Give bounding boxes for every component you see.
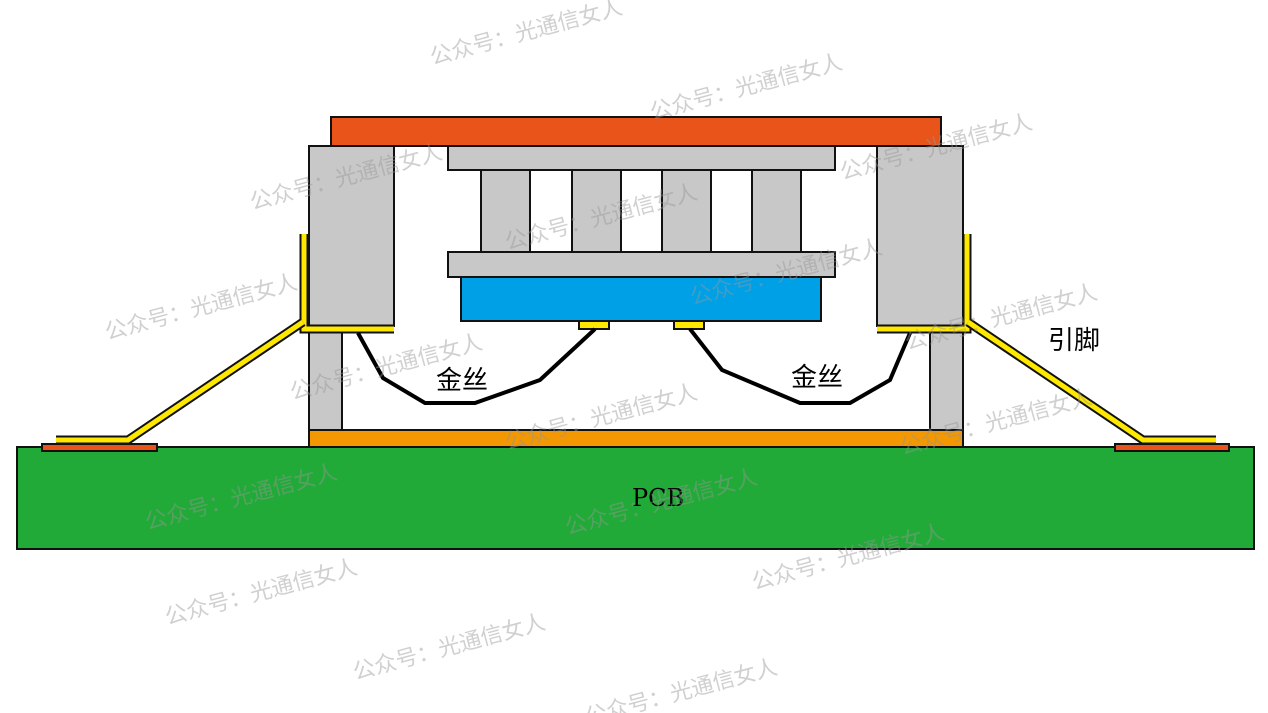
lead-left bbox=[56, 234, 394, 445]
pillar bbox=[480, 169, 531, 253]
pcb-pad-right bbox=[1114, 443, 1230, 452]
pcb-label: PCB bbox=[632, 484, 685, 512]
bond-pad-right bbox=[673, 320, 705, 330]
support-pillar-left bbox=[308, 325, 343, 431]
gold-wire-label-right: 金丝 bbox=[791, 363, 844, 393]
gold-wire-label-left: 金丝 bbox=[436, 366, 489, 396]
chip bbox=[460, 276, 822, 322]
gold-wire-right bbox=[688, 327, 912, 405]
lower-plate bbox=[447, 251, 836, 278]
pcb-board bbox=[16, 446, 1255, 550]
support-pillar-right bbox=[929, 325, 964, 431]
pillar bbox=[661, 169, 712, 253]
base-plate bbox=[308, 429, 964, 448]
pillar bbox=[571, 169, 622, 253]
side-block-left bbox=[308, 145, 395, 327]
lead-label: 引脚 bbox=[1048, 326, 1101, 356]
upper-plate bbox=[447, 145, 836, 171]
gold-wire-left bbox=[356, 327, 597, 405]
lead-right bbox=[877, 234, 1216, 445]
lid bbox=[330, 116, 942, 147]
pillar bbox=[751, 169, 802, 253]
bond-pad-left bbox=[578, 320, 610, 330]
side-block-right bbox=[876, 145, 964, 327]
pcb-pad-left bbox=[41, 443, 158, 452]
